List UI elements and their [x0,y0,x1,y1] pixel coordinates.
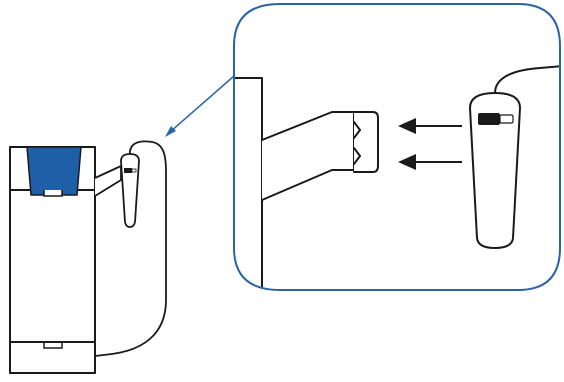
cable-zoomed [494,65,559,94]
arrow-left-icon [398,118,462,134]
cartridge-notch [43,190,63,197]
device-edge-zoomed [235,77,263,289]
sensor-module-zoomed [469,92,521,249]
blue-cartridge [26,146,82,196]
callout-leader-arrow [165,75,235,137]
clip-head [353,111,379,173]
clip-notch-upper [353,121,361,139]
cable-icon [94,140,167,357]
sensor-module-icon [120,153,140,228]
arrow-left-icon [398,154,462,170]
mount-bracket [94,165,122,197]
lower-notch [43,342,63,349]
clip-notch-lower [353,147,361,165]
